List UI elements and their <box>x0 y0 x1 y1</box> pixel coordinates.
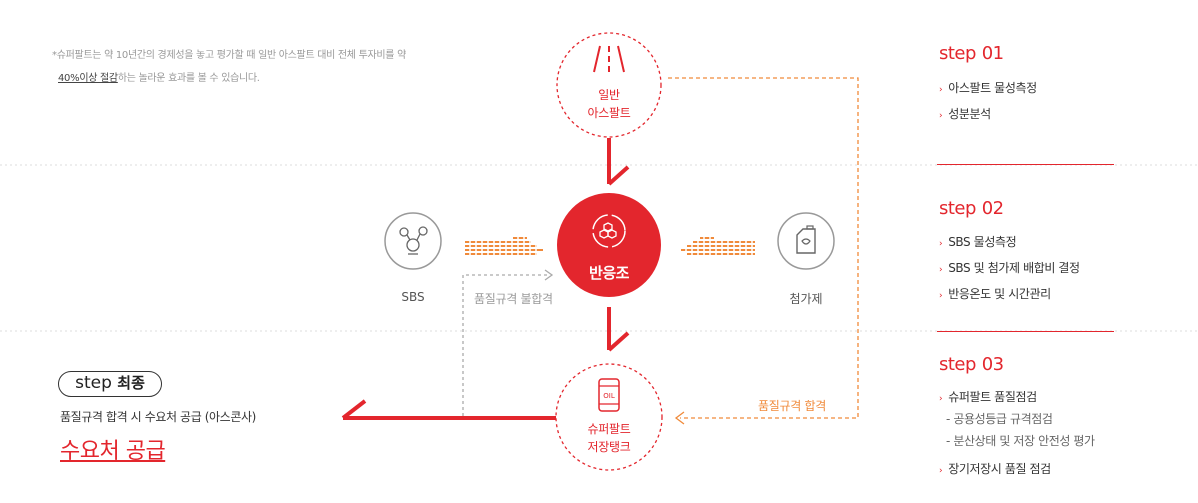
final-supply-title: 수요처 공급 <box>60 439 166 464</box>
additive-label: 첨가제 <box>789 292 823 306</box>
step-divider-1 <box>937 164 1114 165</box>
step03-item-2-label: 장기저장시 품질 점검 <box>948 462 1051 476</box>
polymer-icon <box>399 226 428 255</box>
tank-line1: 슈퍼팔트 <box>587 422 631 436</box>
step01-word: step <box>939 43 976 64</box>
final-badge-word: step <box>75 373 112 393</box>
step01-num: 01 <box>981 43 1004 64</box>
pass-label: 품질규격 합격 <box>758 399 826 413</box>
bullet-icon: › <box>939 265 943 275</box>
savings-note: *슈퍼팔트는 약 10년간의 경제성을 놓고 평가할 때 일반 아스팔트 대비 … <box>52 44 406 90</box>
step02-item-1: › SBS 물성측정 <box>939 233 1017 250</box>
sbs-label: SBS <box>401 290 425 304</box>
step03-item-1-label: 슈퍼팔트 품질점검 <box>948 390 1037 404</box>
tank-line2: 저장탱크 <box>587 440 631 454</box>
step02-item-2: › SBS 및 첨가제 배합비 결정 <box>939 259 1080 276</box>
bullet-icon: › <box>939 85 943 95</box>
oil-text: OIL <box>603 392 615 400</box>
step02-num: 02 <box>981 198 1004 219</box>
final-badge-bold: 최종 <box>117 374 145 392</box>
step02-item-1-label: SBS 물성측정 <box>948 235 1017 249</box>
step02-title: step 02 <box>939 198 1004 219</box>
note-line2: 하는 놀라운 효과를 볼 수 있습니다. <box>117 73 260 84</box>
step01-item-2-label: 성분분석 <box>948 107 991 121</box>
bullet-icon: › <box>939 394 943 404</box>
step03-num: 03 <box>981 354 1004 375</box>
asphalt-node-label: 일반 아스팔트 <box>569 86 649 122</box>
note-highlight: 40%이상 절감 <box>58 73 118 84</box>
fail-label: 품질규격 불합격 <box>474 292 553 306</box>
molecule-icon <box>592 214 626 248</box>
note-line1: *슈퍼팔트는 약 10년간의 경제성을 놓고 평가할 때 일반 아스팔트 대비 … <box>52 50 406 61</box>
final-desc: 품질규격 합격 시 수요처 공급 (아스콘사) <box>60 410 256 424</box>
step03-item-2: › 장기저장시 품질 점검 <box>939 460 1051 477</box>
bullet-icon: › <box>939 111 943 121</box>
bullet-icon: › <box>939 239 943 249</box>
oil-barrel-icon: OIL <box>598 378 620 412</box>
final-step-badge: step 최종 <box>58 371 162 397</box>
step01-item-2: › 성분분석 <box>939 105 991 122</box>
step03-sub-2: - 분산상태 및 저장 안전성 평가 <box>946 434 1095 448</box>
step03-item-1: › 슈퍼팔트 품질점검 <box>939 388 1037 405</box>
jerrycan-icon <box>796 225 816 254</box>
step03-title: step 03 <box>939 354 1004 375</box>
bullet-icon: › <box>939 291 943 301</box>
step03-word: step <box>939 354 976 375</box>
step02-item-3: › 반응온도 및 시간관리 <box>939 285 1051 302</box>
step02-word: step <box>939 198 976 219</box>
step-divider-2 <box>937 331 1114 332</box>
bullet-icon: › <box>939 466 943 476</box>
tank-node-label: 슈퍼팔트 저장탱크 <box>569 420 649 456</box>
step01-title: step 01 <box>939 43 1004 64</box>
step02-item-2-label: SBS 및 첨가제 배합비 결정 <box>948 261 1080 275</box>
asphalt-line2: 아스팔트 <box>587 106 631 120</box>
step02-item-3-label: 반응온도 및 시간관리 <box>948 287 1051 301</box>
step03-sub-1: - 공용성등급 규격점검 <box>946 412 1053 426</box>
step01-item-1: › 아스팔트 물성측정 <box>939 79 1037 96</box>
road-icon <box>593 45 625 73</box>
asphalt-line1: 일반 <box>598 88 620 102</box>
step01-item-1-label: 아스팔트 물성측정 <box>948 81 1037 95</box>
reactor-label: 반응조 <box>589 264 629 282</box>
